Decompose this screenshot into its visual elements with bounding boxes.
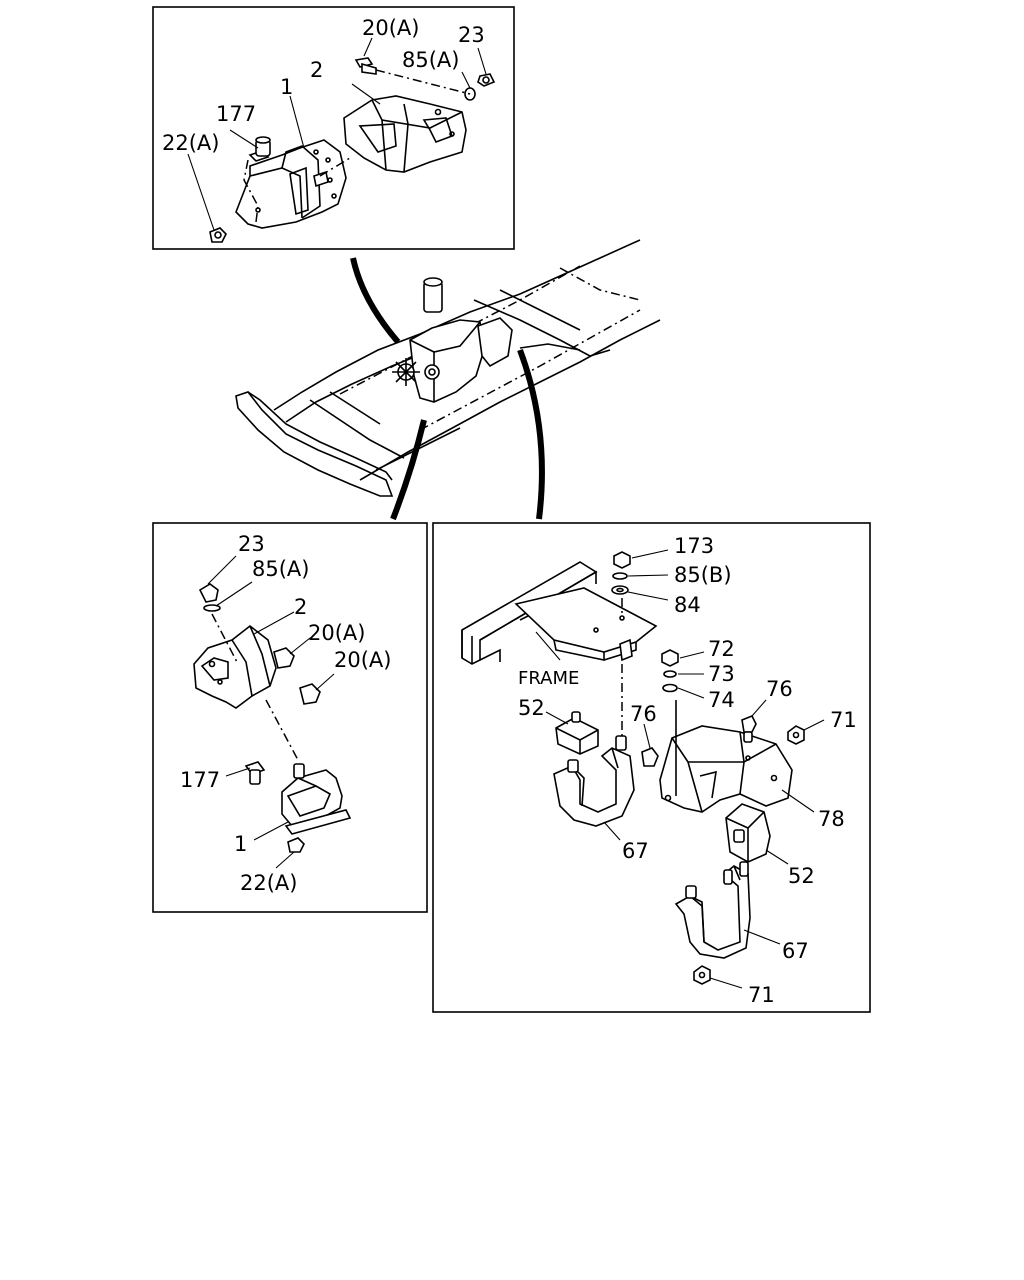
bottom-right-detail-box: [432, 522, 871, 1013]
label-br-78: 78: [818, 807, 845, 831]
label-br-52-right: 52: [788, 864, 815, 888]
label-br-67-right: 67: [782, 939, 809, 963]
label-br-73: 73: [708, 662, 735, 686]
label-bl-20a-1: 20(A): [308, 621, 365, 645]
top-left-detail-box: [152, 6, 515, 250]
label-br-173: 173: [674, 534, 714, 558]
label-tl-23: 23: [458, 23, 485, 47]
chassis-frame-overview: [235, 239, 661, 521]
label-br-52-left: 52: [518, 696, 545, 720]
label-br-frame: FRAME: [518, 668, 579, 689]
label-bl-20a-2: 20(A): [334, 648, 391, 672]
label-tl-2: 2: [310, 58, 323, 82]
label-tl-1: 1: [280, 75, 293, 99]
label-br-67-left: 67: [622, 839, 649, 863]
label-bl-85a: 85(A): [252, 557, 309, 581]
label-bl-177: 177: [180, 768, 220, 792]
label-br-85b: 85(B): [674, 563, 732, 587]
label-bl-22a: 22(A): [240, 871, 297, 895]
label-tl-177: 177: [216, 102, 256, 126]
label-tl-20a: 20(A): [362, 16, 419, 40]
top-left-assembly: [187, 37, 496, 243]
label-bl-2: 2: [294, 595, 307, 619]
label-br-71-top: 71: [830, 708, 857, 732]
bottom-right-assembly: [461, 549, 825, 989]
bottom-left-assembly: [193, 555, 352, 869]
label-tl-22a: 22(A): [162, 131, 219, 155]
label-bl-1: 1: [234, 832, 247, 856]
label-br-84: 84: [674, 593, 701, 617]
label-br-76-left: 76: [630, 702, 657, 726]
bottom-left-detail-box: [152, 522, 428, 913]
label-br-74: 74: [708, 688, 735, 712]
label-br-72: 72: [708, 637, 735, 661]
label-tl-85a: 85(A): [402, 48, 459, 72]
label-br-71-bottom: 71: [748, 983, 775, 1007]
label-br-76-right: 76: [766, 677, 793, 701]
label-bl-23: 23: [238, 532, 265, 556]
